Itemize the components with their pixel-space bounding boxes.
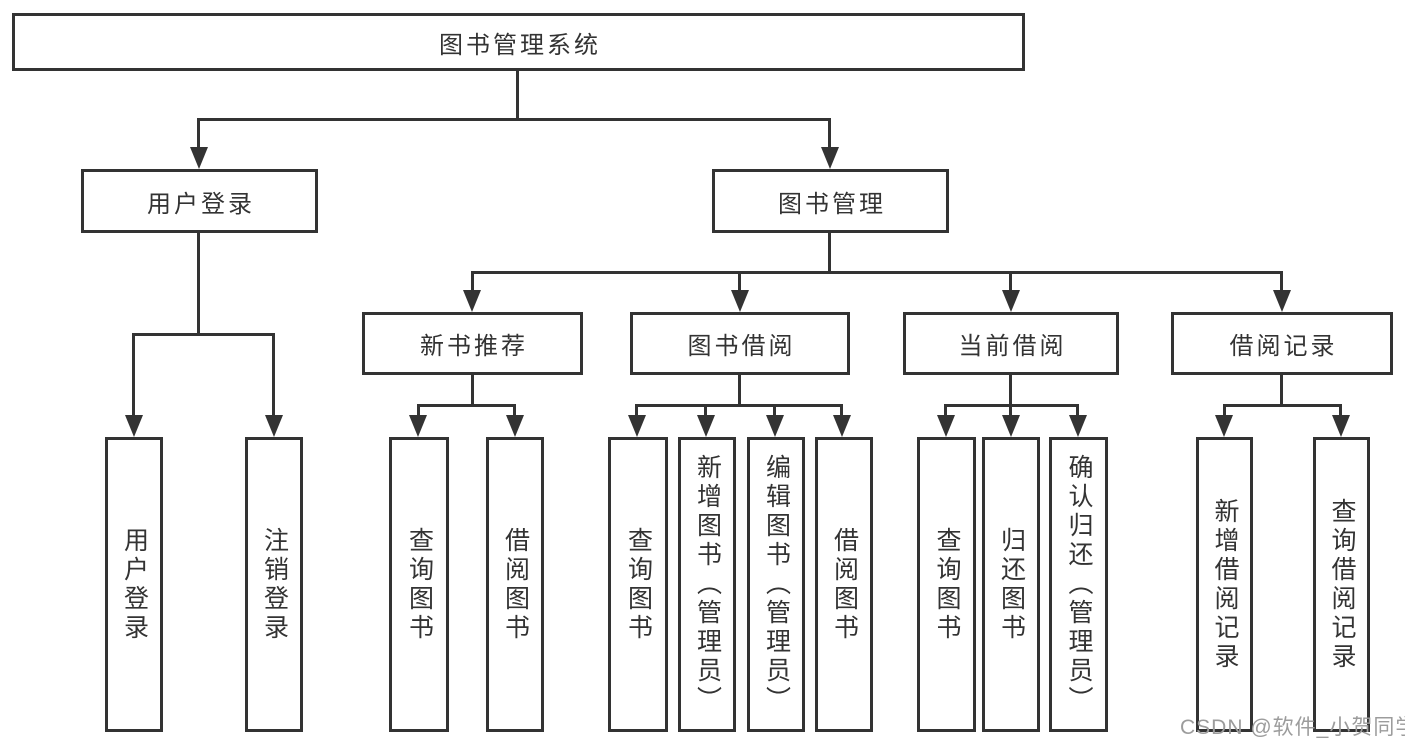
leaf-logout: 注销登录 bbox=[245, 437, 303, 732]
node-label: 查询图书 bbox=[624, 526, 653, 643]
leaf-add-book-admin: 新增图书（管理员） bbox=[678, 437, 736, 732]
node-label: 查询图书 bbox=[933, 526, 961, 643]
connector-line-vertical bbox=[197, 232, 200, 335]
connector-line-vertical bbox=[1280, 375, 1283, 406]
connector-line-vertical bbox=[513, 404, 516, 418]
leaf-return-book: 归还图书 bbox=[982, 437, 1040, 732]
connector-line-vertical bbox=[1076, 404, 1079, 418]
node-label: 用户登录 bbox=[147, 190, 255, 218]
connector-line-vertical bbox=[738, 271, 741, 293]
connector-line-horizontal bbox=[417, 404, 516, 407]
arrow-down-icon bbox=[1002, 415, 1020, 437]
node-new-book-recommendation: 新书推荐 bbox=[362, 312, 583, 375]
node-label: 注销登录 bbox=[260, 526, 289, 643]
leaf-user-login: 用户登录 bbox=[105, 437, 163, 732]
connector-line-vertical bbox=[272, 333, 275, 418]
node-borrowing-records: 借阅记录 bbox=[1171, 312, 1393, 375]
connector-line-vertical bbox=[417, 404, 420, 418]
arrow-down-icon bbox=[1332, 415, 1350, 437]
node-label: 新书推荐 bbox=[420, 333, 528, 360]
watermark: CSDN @软件_小贺同学 bbox=[1180, 716, 1405, 739]
leaf-edit-book-admin: 编辑图书（管理员） bbox=[747, 437, 805, 732]
connector-line-horizontal bbox=[471, 271, 1283, 274]
node-label: 确认归还（管理员） bbox=[1065, 454, 1093, 715]
connector-line-vertical bbox=[944, 404, 947, 418]
connector-line-vertical bbox=[635, 404, 638, 418]
node-label: 查询借阅记录 bbox=[1328, 497, 1356, 672]
node-label: 编辑图书（管理员） bbox=[762, 454, 791, 715]
arrow-down-icon bbox=[833, 415, 851, 437]
leaf-query-borrow-record: 查询借阅记录 bbox=[1313, 437, 1370, 732]
arrow-down-icon bbox=[265, 415, 283, 437]
arrow-down-icon bbox=[1069, 415, 1087, 437]
arrow-down-icon bbox=[1002, 290, 1020, 312]
arrow-down-icon bbox=[1273, 290, 1291, 312]
connector-line-vertical bbox=[471, 375, 474, 406]
node-label: 新增借阅记录 bbox=[1211, 497, 1239, 672]
arrow-down-icon bbox=[821, 147, 839, 169]
connector-line-vertical bbox=[1009, 375, 1012, 406]
connector-line-horizontal bbox=[197, 118, 831, 121]
arrow-down-icon bbox=[628, 415, 646, 437]
connector-line-horizontal bbox=[635, 404, 843, 407]
leaf-query-books-current: 查询图书 bbox=[917, 437, 976, 732]
node-label: 当前借阅 bbox=[958, 333, 1067, 360]
connector-line-horizontal bbox=[1223, 404, 1342, 407]
node-user-login: 用户登录 bbox=[81, 169, 318, 233]
connector-line-vertical bbox=[132, 333, 135, 418]
connector-line-vertical bbox=[828, 233, 831, 274]
node-label: 借阅记录 bbox=[1229, 333, 1338, 360]
leaf-borrow-books-borrowing: 借阅图书 bbox=[815, 437, 873, 732]
connector-line-vertical bbox=[704, 404, 707, 418]
node-label: 查询图书 bbox=[405, 526, 434, 643]
arrow-down-icon bbox=[125, 415, 143, 437]
arrow-down-icon bbox=[1215, 415, 1233, 437]
arrow-down-icon bbox=[506, 415, 524, 437]
node-current-borrowing: 当前借阅 bbox=[903, 312, 1119, 375]
connector-line-vertical bbox=[738, 375, 741, 406]
connector-line-vertical bbox=[1009, 271, 1012, 293]
node-label: 图书借阅 bbox=[687, 333, 796, 360]
arrow-down-icon bbox=[463, 290, 481, 312]
arrow-down-icon bbox=[766, 415, 784, 437]
connector-line-vertical bbox=[516, 70, 519, 120]
connector-line-vertical bbox=[1280, 271, 1283, 293]
connector-line-vertical bbox=[828, 118, 831, 150]
connector-line-horizontal bbox=[132, 333, 275, 336]
connector-line-vertical bbox=[1009, 404, 1012, 418]
connector-line-vertical bbox=[1223, 404, 1226, 418]
node-label: 用户登录 bbox=[120, 526, 149, 643]
arrow-down-icon bbox=[937, 415, 955, 437]
leaf-confirm-return-admin: 确认归还（管理员） bbox=[1049, 437, 1108, 732]
node-label: 图书管理 bbox=[778, 190, 886, 218]
node-label: 借阅图书 bbox=[501, 526, 530, 643]
node-label: 借阅图书 bbox=[830, 526, 859, 643]
connector-line-vertical bbox=[1339, 404, 1342, 418]
arrow-down-icon bbox=[190, 147, 208, 169]
arrow-down-icon bbox=[409, 415, 427, 437]
node-book-borrowing: 图书借阅 bbox=[630, 312, 850, 375]
arrow-down-icon bbox=[697, 415, 715, 437]
node-library-management-system: 图书管理系统 bbox=[12, 13, 1025, 71]
connector-line-vertical bbox=[197, 118, 200, 150]
node-label: 图书管理系统 bbox=[439, 31, 601, 59]
leaf-add-borrow-record: 新增借阅记录 bbox=[1196, 437, 1253, 732]
leaf-query-books-recommend: 查询图书 bbox=[389, 437, 449, 732]
connector-line-vertical bbox=[773, 404, 776, 418]
connector-line-horizontal bbox=[944, 404, 1079, 407]
leaf-borrow-books-recommend: 借阅图书 bbox=[486, 437, 544, 732]
connector-line-vertical bbox=[840, 404, 843, 418]
leaf-query-books-borrowing: 查询图书 bbox=[608, 437, 668, 732]
node-label: 新增图书（管理员） bbox=[693, 454, 722, 715]
arrow-down-icon bbox=[731, 290, 749, 312]
connector-line-vertical bbox=[471, 271, 474, 293]
node-label: 归还图书 bbox=[997, 526, 1026, 643]
node-book-management: 图书管理 bbox=[712, 169, 949, 233]
